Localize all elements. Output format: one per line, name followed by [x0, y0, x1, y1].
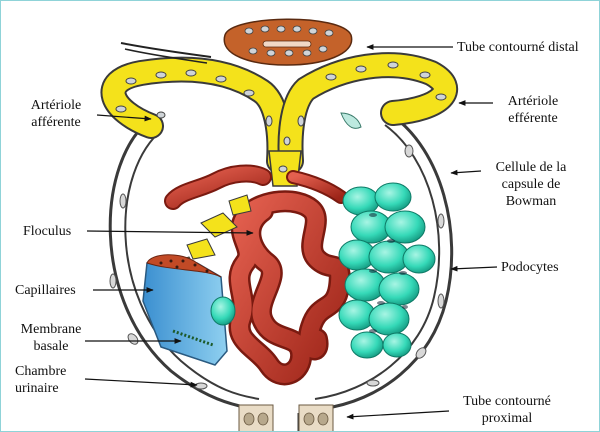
label-arteriole-efferente: Artériole efférente — [497, 93, 569, 127]
label-arteriole-afferente: Artériole afférente — [15, 97, 97, 131]
label-capillaires: Capillaires — [15, 282, 76, 299]
label-tube-proximal: Tube contourné proximal — [451, 393, 563, 427]
label-floculus: Floculus — [23, 223, 71, 240]
label-cellule-capsule: Cellule de la capsule de Bowman — [483, 159, 579, 210]
label-chambre-urinaire: Chambre urinaire — [15, 363, 66, 397]
proximal-tubule — [239, 405, 333, 432]
label-membrane-basale: Membrane basale — [15, 321, 87, 355]
distal-tubule — [224, 19, 351, 65]
capillary-membrane-block — [143, 255, 235, 365]
label-tube-distal: Tube contourné distal — [457, 39, 579, 56]
label-podocytes: Podocytes — [501, 259, 559, 276]
